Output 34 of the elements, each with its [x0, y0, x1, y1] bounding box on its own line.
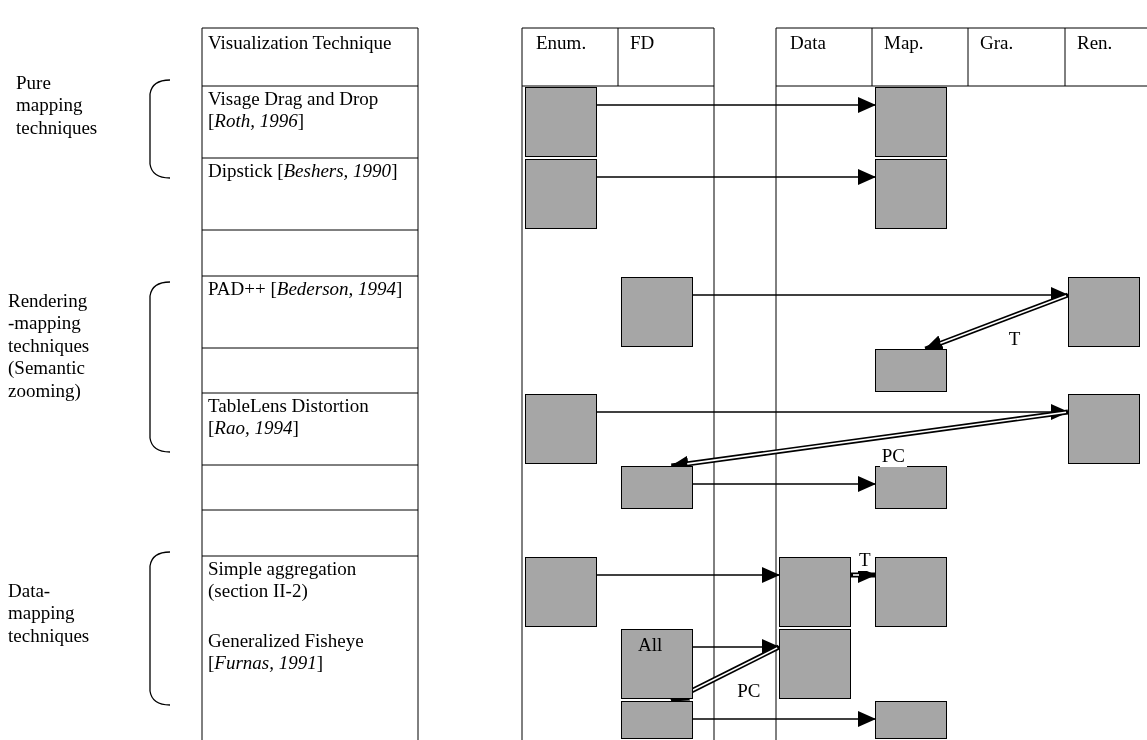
- column-header: FD: [630, 32, 656, 55]
- technique-name: TableLens Distortion [Rao, 1994]: [208, 395, 370, 440]
- shaded-box: [779, 557, 851, 627]
- shaded-box: [621, 466, 693, 509]
- group-label: Pure mapping techniques: [16, 72, 99, 140]
- shaded-box: [875, 557, 947, 627]
- column-header: Visualization Technique: [208, 32, 393, 55]
- shaded-box: [525, 159, 597, 229]
- shaded-box: [621, 277, 693, 347]
- shaded-box: [525, 557, 597, 627]
- technique-name: Generalized Fisheye [Furnas, 1991]: [208, 630, 365, 675]
- column-header: Ren.: [1077, 32, 1114, 55]
- technique-name: Dipstick [Beshers, 1990]: [208, 160, 399, 183]
- technique-name: Simple aggregation (section II-2): [208, 558, 358, 603]
- shaded-box: [875, 701, 947, 739]
- shaded-box: [525, 394, 597, 464]
- shaded-box: [875, 159, 947, 229]
- shaded-box: [1068, 277, 1140, 347]
- shaded-box: [875, 87, 947, 157]
- shaded-box: All: [621, 629, 693, 699]
- column-header: Data: [790, 32, 827, 55]
- shaded-box: [875, 466, 947, 509]
- technique-name: PAD++ [Bederson, 1994]: [208, 278, 404, 301]
- column-header: Map.: [884, 32, 925, 55]
- shaded-box: [525, 87, 597, 157]
- group-label: Rendering -mapping techniques (Semantic zooming): [8, 290, 91, 403]
- column-header: Gra.: [980, 32, 1015, 55]
- group-label: Data- mapping techniques: [8, 580, 91, 648]
- technique-name: Visage Drag and Drop [Roth, 1996]: [208, 88, 380, 133]
- column-header: Enum.: [536, 32, 588, 55]
- shaded-box: [1068, 394, 1140, 464]
- shaded-box: [621, 701, 693, 739]
- shaded-box: [875, 349, 947, 392]
- shaded-box: [779, 629, 851, 699]
